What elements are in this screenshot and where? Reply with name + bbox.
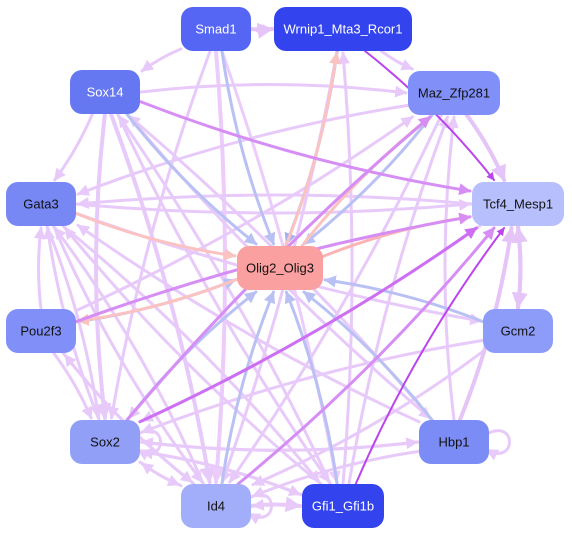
edge-maz-to-olig2 (302, 113, 434, 246)
edge-id4-to-sox2 (140, 461, 183, 488)
node-label: Tcf4_Mesp1 (483, 197, 553, 212)
edge-id4-to-tcf4 (236, 226, 496, 486)
node-label: Smad1 (195, 22, 236, 37)
node-label: Sox14 (87, 85, 124, 100)
node-gcm2[interactable]: Gcm2 (483, 309, 553, 353)
edge-pou2f3-to-maz (74, 115, 414, 313)
node-smad1[interactable]: Smad1 (181, 7, 251, 51)
node-sox14[interactable]: Sox14 (70, 70, 140, 114)
edge-gata3-to-gfi1 (61, 224, 321, 484)
node-sox2[interactable]: Sox2 (70, 420, 140, 464)
edge-gata3-to-tcf4 (74, 199, 472, 215)
edge-wrnip1-to-maz (379, 49, 414, 71)
edge-gfi1-to-tcf4 (354, 227, 506, 485)
node-label: Wrnip1_Mta3_Rcor1 (284, 22, 403, 37)
edge-gcm2-to-sox2 (140, 338, 485, 434)
edge-id4-to-olig2 (220, 290, 276, 486)
node-box (419, 420, 489, 464)
edge-hbp1-to-gata3 (76, 223, 421, 424)
edge-tcf4-to-gcm2 (511, 224, 528, 309)
node-label: Id4 (207, 499, 225, 514)
node-label: Gfi1_Gfi1b (312, 499, 374, 514)
node-box (6, 309, 76, 353)
edge-tcf4-to-gata3 (76, 193, 474, 209)
edge-maz-to-tcf4 (464, 113, 507, 182)
edge-wrnip1-to-olig2 (284, 49, 339, 246)
edge-hbp1-to-olig2 (302, 290, 434, 422)
edge-gcm2-to-olig2 (323, 275, 485, 324)
edge-id4-to-id4 (247, 493, 273, 525)
edge-gata3-to-olig2 (74, 211, 237, 261)
edge-sox2-to-tcf4 (138, 226, 478, 424)
node-box (70, 70, 140, 114)
node-box (70, 420, 140, 464)
node-box (483, 309, 553, 353)
node-olig2[interactable]: Olig2_Olig3 (237, 246, 323, 290)
edge-olig2-to-pou2f3 (76, 277, 239, 326)
edge-hbp1-to-maz (443, 115, 459, 422)
node-label: Pou2f3 (20, 324, 61, 339)
node-id4[interactable]: Id4 (181, 484, 251, 528)
node-label: Gata3 (23, 197, 58, 212)
edge-gfi1-to-gata3 (63, 226, 323, 486)
node-box (6, 182, 76, 226)
edge-wrnip1-to-smad1 (251, 24, 276, 37)
node-label: Gcm2 (501, 324, 536, 339)
node-gfi1[interactable]: Gfi1_Gfi1b (302, 484, 384, 528)
edge-smad1-to-id4 (209, 49, 227, 484)
edge-hbp1-to-hbp1 (485, 429, 511, 461)
edge-id4-to-gata3 (53, 226, 205, 486)
edge-sox14-to-tcf4 (138, 100, 472, 196)
node-label: Sox2 (90, 435, 120, 450)
edge-sox14-to-maz (138, 83, 408, 98)
edge-gcm2-to-id4 (251, 349, 485, 487)
node-box (408, 71, 500, 115)
edge-gata3-to-id4 (52, 224, 204, 484)
node-box (181, 7, 251, 51)
edge-gfi1-to-olig2 (284, 290, 339, 486)
edge-smad1-to-olig2 (220, 49, 276, 246)
edge-gfi1-to-id4 (251, 498, 304, 511)
edge-gfi1-to-wrnip1 (337, 51, 354, 486)
node-pou2f3[interactable]: Pou2f3 (6, 309, 76, 353)
node-label: Olig2_Olig3 (246, 261, 314, 276)
node-wrnip1[interactable]: Wrnip1_Mta3_Rcor1 (274, 7, 412, 51)
node-hbp1[interactable]: Hbp1 (419, 420, 489, 464)
edge-sox14-to-gata3 (53, 112, 94, 182)
edge-smad1-to-sox14 (140, 47, 183, 73)
edge-layer (33, 22, 528, 525)
node-label: Hbp1 (438, 435, 469, 450)
edge-gfi1-to-sox14 (117, 114, 332, 486)
node-tcf4[interactable]: Tcf4_Mesp1 (472, 182, 564, 226)
edge-sox14-to-id4 (108, 112, 216, 484)
edge-sox14-to-olig2 (125, 112, 258, 246)
node-gata3[interactable]: Gata3 (6, 182, 76, 226)
edge-pou2f3-to-sox2 (52, 351, 93, 420)
node-label: Maz_Zfp281 (418, 86, 490, 101)
edge-sox2-to-sox2 (136, 429, 162, 461)
node-box (237, 246, 323, 290)
node-box (472, 182, 564, 226)
node-box (302, 484, 384, 528)
edge-pou2f3-to-gata3 (33, 226, 46, 311)
node-maz[interactable]: Maz_Zfp281 (408, 71, 500, 115)
node-box (181, 484, 251, 528)
edge-olig2-to-tcf4 (321, 212, 472, 258)
edge-olig2-to-wrnip1 (284, 51, 342, 248)
node-box (274, 7, 412, 51)
